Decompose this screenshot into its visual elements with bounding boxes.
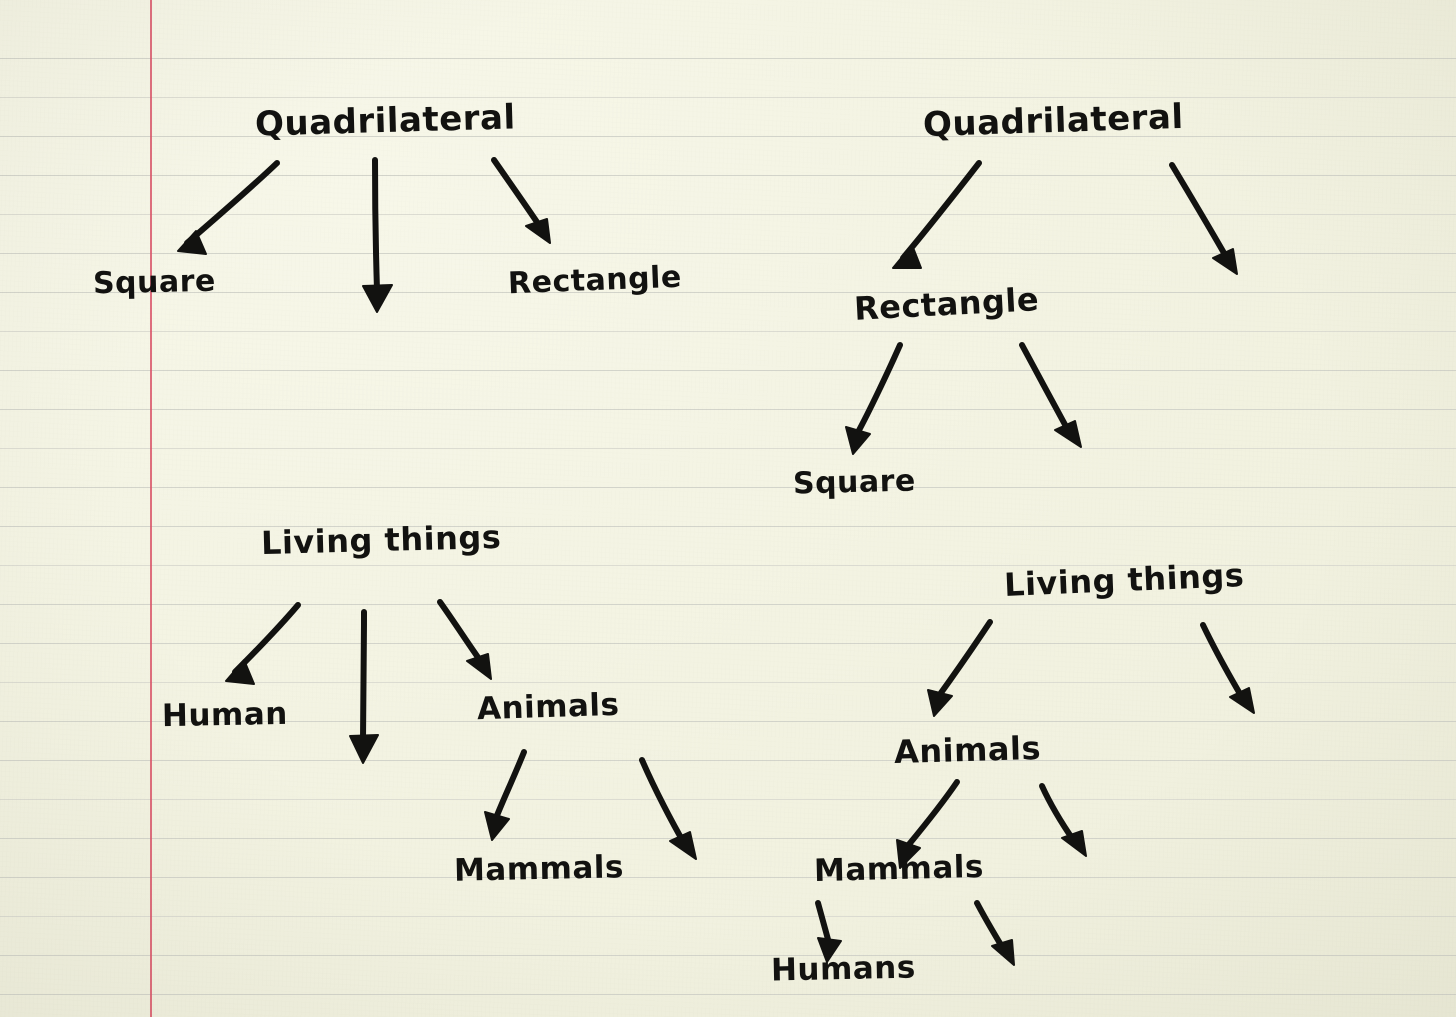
node-quadrilateral-nested-square: Square	[792, 463, 917, 502]
arrow-quad-nest-root-to-right	[1169, 162, 1238, 275]
arrow-living-nest-root-to-animals	[927, 619, 993, 717]
node-quadrilateral-nested-root: Quadrilateral	[922, 96, 1185, 146]
arrow-living-nest-animals-to-mammals	[896, 779, 960, 869]
node-living-flat-human: Human	[161, 695, 289, 735]
node-living-flat-mammals: Mammals	[453, 849, 625, 889]
arrow-living-nest-animals-to-right	[1039, 783, 1087, 857]
arrow-quad-flat-to-middle	[362, 157, 393, 313]
node-living-nested-animals: Animals	[893, 728, 1042, 772]
arrow-living-nest-mammals-to-humans	[815, 900, 842, 963]
arrow-living-flat-to-human	[225, 602, 301, 685]
arrow-quad-nest-rectangle-to-right	[1019, 342, 1082, 448]
node-living-nested-root: Living things	[1003, 555, 1245, 605]
arrow-living-flat-to-middle	[349, 609, 379, 764]
arrow-living-flat-to-animals	[437, 599, 492, 680]
node-quadrilateral-flat-square: Square	[92, 263, 217, 302]
arrow-quad-flat-to-rectangle	[491, 157, 551, 244]
node-quadrilateral-flat-root: Quadrilateral	[254, 97, 517, 145]
arrow-quad-nest-root-to-rectangle	[892, 160, 982, 269]
arrow-living-nest-mammals-to-right	[974, 900, 1015, 966]
arrow-living-flat-animals-to-mammals	[484, 749, 527, 841]
margin-line	[150, 0, 152, 1017]
node-quadrilateral-nested-rectangle: Rectangle	[853, 280, 1040, 328]
arrow-quad-nest-rectangle-to-square	[845, 342, 903, 455]
node-living-flat-animals: Animals	[476, 686, 621, 728]
arrow-living-flat-animals-to-right	[639, 757, 697, 860]
arrow-quad-flat-to-square	[177, 160, 280, 255]
arrow-living-nest-root-to-right	[1200, 622, 1255, 714]
node-living-nested-humans: Humans	[770, 949, 917, 989]
node-living-nested-mammals: Mammals	[813, 848, 985, 890]
node-living-flat-root: Living things	[260, 517, 502, 563]
node-quadrilateral-flat-rectangle: Rectangle	[507, 259, 683, 302]
